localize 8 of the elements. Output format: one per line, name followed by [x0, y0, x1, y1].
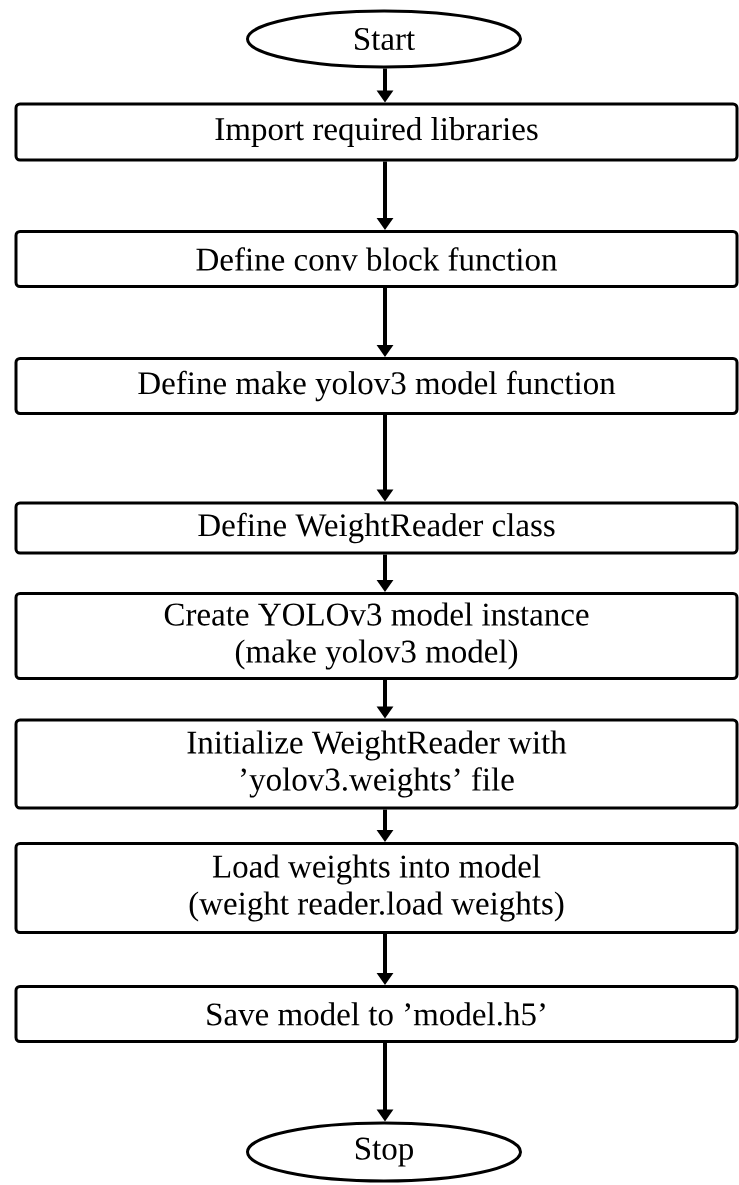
process-box: Define conv block function — [14, 230, 739, 288]
process-box: Define WeightReader class — [14, 501, 739, 555]
process-box: Create YOLOv3 model instance (make yolov3 model) — [14, 592, 739, 680]
process-box: Initialize WeightReader with ’yolov3.weights’ file — [14, 718, 739, 810]
process-box: Import required libraries — [14, 102, 739, 162]
process-box: Define make yolov3 model function — [14, 357, 739, 415]
process-box: Save model to ’model.h5’ — [14, 985, 739, 1043]
process-box: Load weights into model (weight reader.load weights) — [14, 842, 739, 934]
